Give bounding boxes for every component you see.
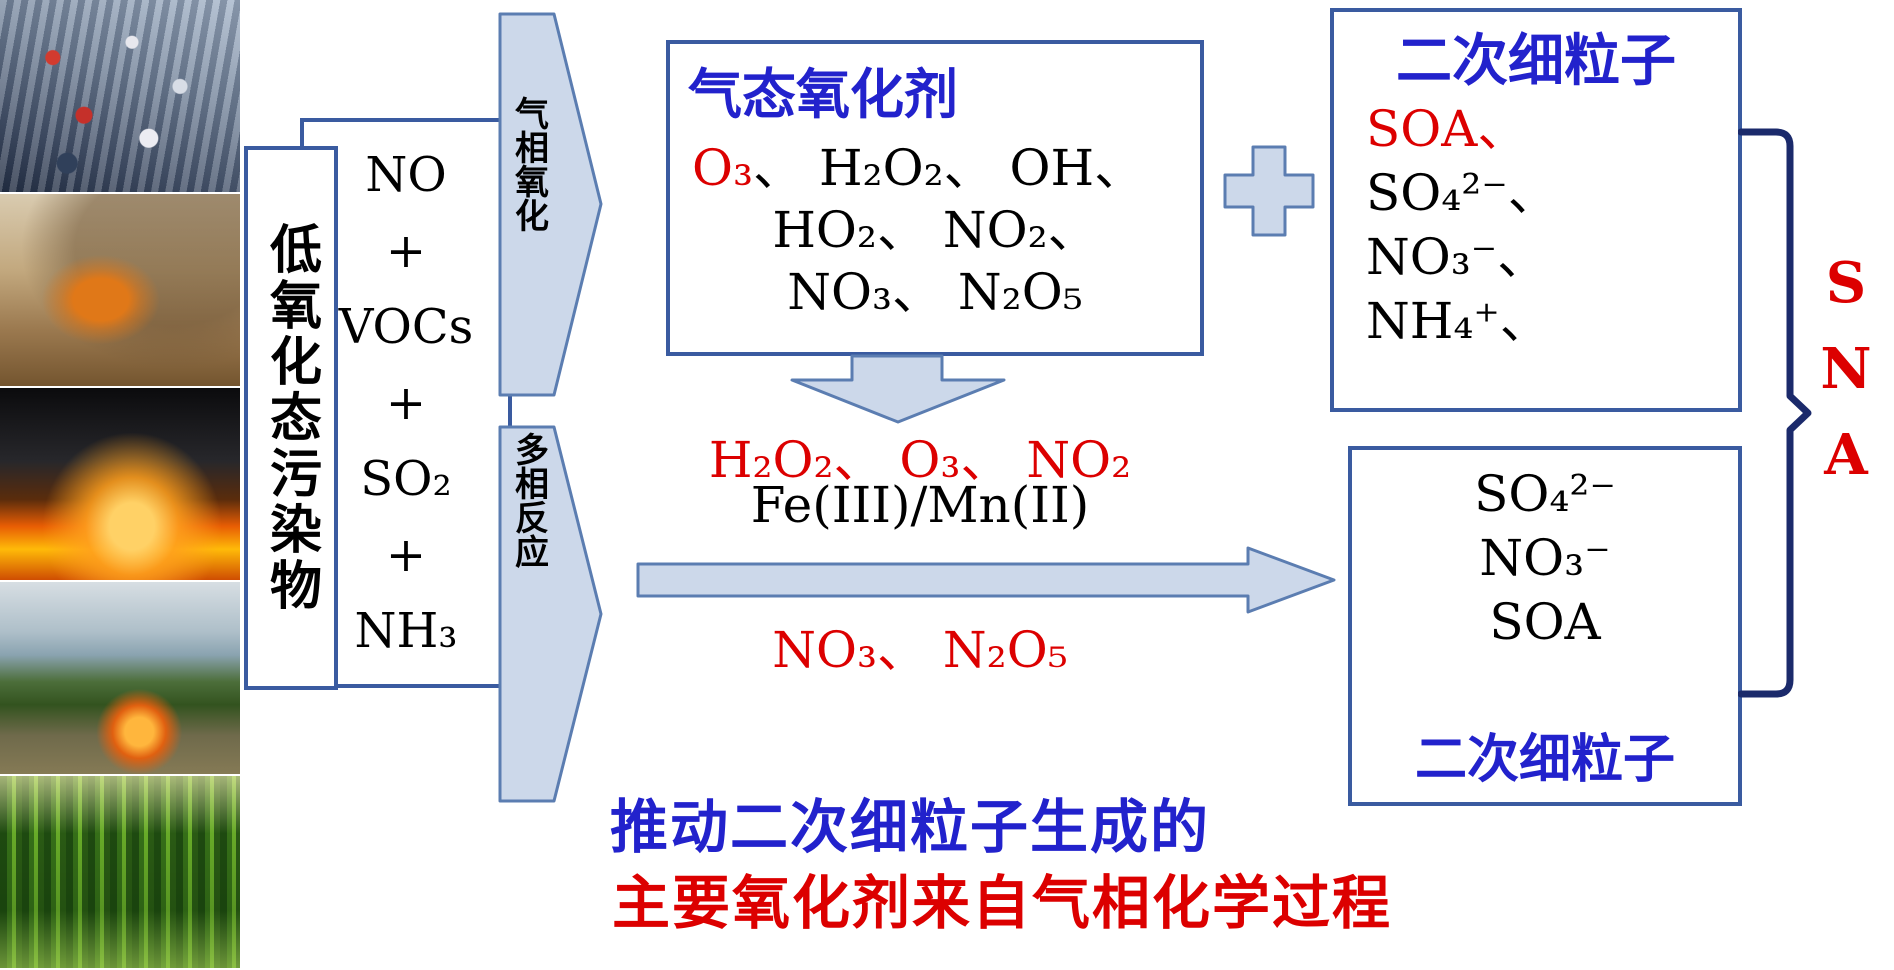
plus-text: + <box>385 527 427 583</box>
secondary-particles-top-box: 二次细粒子 SOA、 SO₄²⁻、 NO₃⁻、 NH₄⁺、 <box>1330 8 1742 412</box>
plus-text: + <box>385 375 427 431</box>
heterogeneous-arrow-text: 多相反应 <box>508 432 549 568</box>
gaseous-oxidants-box: 气态氧化剂 O₃、 H₂O₂、 OH、 HO₂、 NO₂、 NO₃、 N₂O₅ <box>666 40 1204 356</box>
photo-construction-dust <box>0 194 240 388</box>
aqueous-oxidants-label: H₂O₂、 O₃、 NO₂ <box>708 431 1132 489</box>
soa-line: SOA <box>1489 593 1601 651</box>
nitrate-line: NO₃⁻ <box>1479 529 1611 587</box>
source-label-box: 低氧化态污染物 <box>244 146 338 690</box>
sulfate-line: SO₄²⁻、 <box>1366 164 1558 222</box>
multiphase-pathway-arrow <box>636 546 1336 614</box>
plus-icon <box>1223 145 1315 237</box>
sna-letter-s: S <box>1825 250 1867 316</box>
sna-letter-a: A <box>1824 422 1868 488</box>
gas-phase-oxidation-arrow <box>498 12 603 397</box>
oxidant-line-3: NO₃、 N₂O₅ <box>787 263 1083 321</box>
heterogeneous-reaction-arrow <box>498 425 603 803</box>
soa-line: SOA、 <box>1366 100 1528 158</box>
ammonium-line: NH₄⁺、 <box>1366 292 1550 350</box>
photo-traffic-jam <box>0 0 240 194</box>
photo-forest <box>0 776 240 970</box>
oxidant-o3: O₃ <box>692 139 754 197</box>
down-arrow <box>790 354 1006 424</box>
caption-line-1: 推动二次细粒子生成的 <box>610 793 1211 861</box>
nitrate-radical-label: NO₃、 N₂O₅ <box>772 621 1068 679</box>
sna-letter-n: N <box>1820 336 1872 402</box>
secondary-particles-bottom-box: SO₄²⁻ NO₃⁻ SOA 二次细粒子 <box>1348 446 1742 806</box>
heterogeneous-arrow-label: 多相反应 <box>500 432 558 692</box>
pollutant-line: NO <box>365 147 447 203</box>
pollutant-line: SO₂ <box>360 451 452 507</box>
nitrate-line: NO₃⁻、 <box>1366 228 1548 286</box>
gaseous-oxidants-title: 气态氧化剂 <box>688 62 958 126</box>
caption-line-2: 主要氧化剂来自气相化学过程 <box>612 869 1393 937</box>
secondary-particles-top-title: 二次细粒子 <box>1396 28 1676 94</box>
photo-biomass-burning <box>0 582 240 776</box>
catalyst-label: Fe(III)/Mn(II) <box>750 476 1090 534</box>
photo-industrial-fire <box>0 388 240 582</box>
grouping-bracket <box>1738 128 1812 698</box>
oxidant-line-1: O₃、 H₂O₂、 OH、 <box>670 137 1200 199</box>
sulfate-line: SO₄²⁻ <box>1474 465 1616 523</box>
source-label-text: 低氧化态污染物 <box>260 222 322 614</box>
gas-phase-arrow-label: 气相氧化 <box>500 96 558 356</box>
pollutant-line: VOCs <box>338 299 474 355</box>
gas-phase-arrow-text: 气相氧化 <box>508 96 549 232</box>
oxidant-line-1-rest: 、 H₂O₂、 OH、 <box>753 139 1145 197</box>
secondary-particles-bottom-title: 二次细粒子 <box>1414 729 1675 790</box>
plus-text: + <box>385 223 427 279</box>
sna-label: S N A <box>1806 240 1886 498</box>
pollutant-line: NH₃ <box>354 603 458 659</box>
photo-strip <box>0 0 240 970</box>
oxidant-line-2: HO₂、 NO₂、 <box>772 201 1098 259</box>
